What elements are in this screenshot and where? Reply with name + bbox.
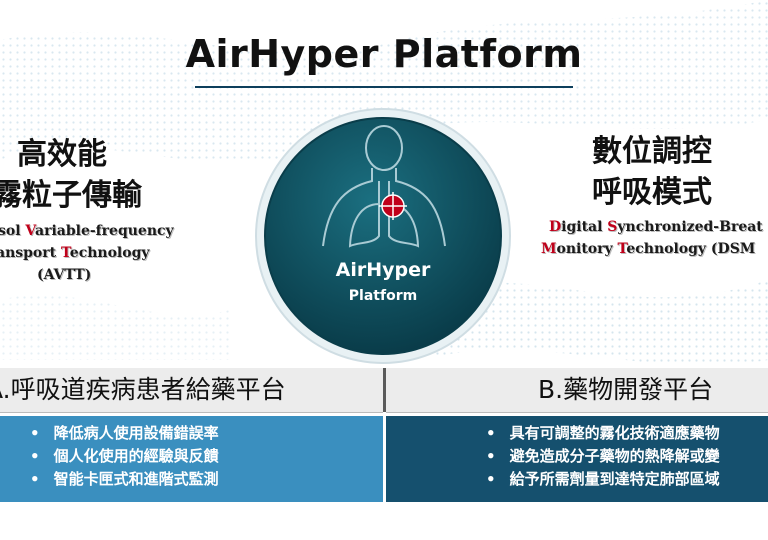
list-item: 給予所需劑量到達特定肺部區域	[386, 468, 768, 491]
list-item: 個人化使用的經驗與反饋	[0, 445, 383, 468]
right-feature-en-line1: Digital Synchronized-Breat	[549, 219, 763, 235]
section-b-heading: B.藥物開發平台	[386, 368, 768, 413]
list-item: 智能卡匣式和進階式監測	[0, 468, 383, 491]
list-item: 具有可調整的霧化技術適應藥物	[386, 422, 768, 445]
emblem-line2: Platform	[349, 288, 417, 304]
left-feature-en-line3: (AVTT)	[37, 267, 92, 283]
section-a-list: 降低病人使用設備錯誤率 個人化使用的經驗與反饋 智能卡匣式和進階式監測	[0, 416, 383, 502]
section-b-list: 具有可調整的霧化技術適應藥物 避免造成分子藥物的熱降解或變 給予所需劑量到達特定…	[386, 416, 768, 502]
list-item: 降低病人使用設備錯誤率	[0, 422, 383, 445]
left-feature-cn-line1: 高效能	[17, 137, 107, 172]
right-feature-en-line2: Monitory Technology (DSM	[541, 241, 756, 257]
right-feature-cn-line2: 呼吸模式	[592, 175, 712, 210]
platform-sections: A.呼吸道疾病患者給藥平台 B.藥物開發平台 降低病人使用設備錯誤率 個人化使用…	[0, 368, 768, 502]
lungs-target-icon	[322, 125, 446, 248]
section-a-heading: A.呼吸道疾病患者給藥平台	[0, 368, 383, 413]
airhyper-emblem: AirHyper Platform	[255, 108, 511, 364]
left-feature-cn-line2: 霧粒子傳輸	[0, 178, 142, 213]
left-feature-en-line1: sol Variable-frequency	[0, 223, 174, 239]
right-feature-cn-line1: 數位調控	[592, 134, 712, 169]
list-item: 避免造成分子藥物的熱降解或變	[386, 445, 768, 468]
emblem-line1: AirHyper	[336, 259, 431, 281]
title-underline	[195, 86, 573, 88]
page-title: AirHyper Platform	[185, 32, 583, 76]
section-divider	[383, 368, 386, 412]
left-feature-en-line2: ansport Technology	[0, 245, 150, 261]
